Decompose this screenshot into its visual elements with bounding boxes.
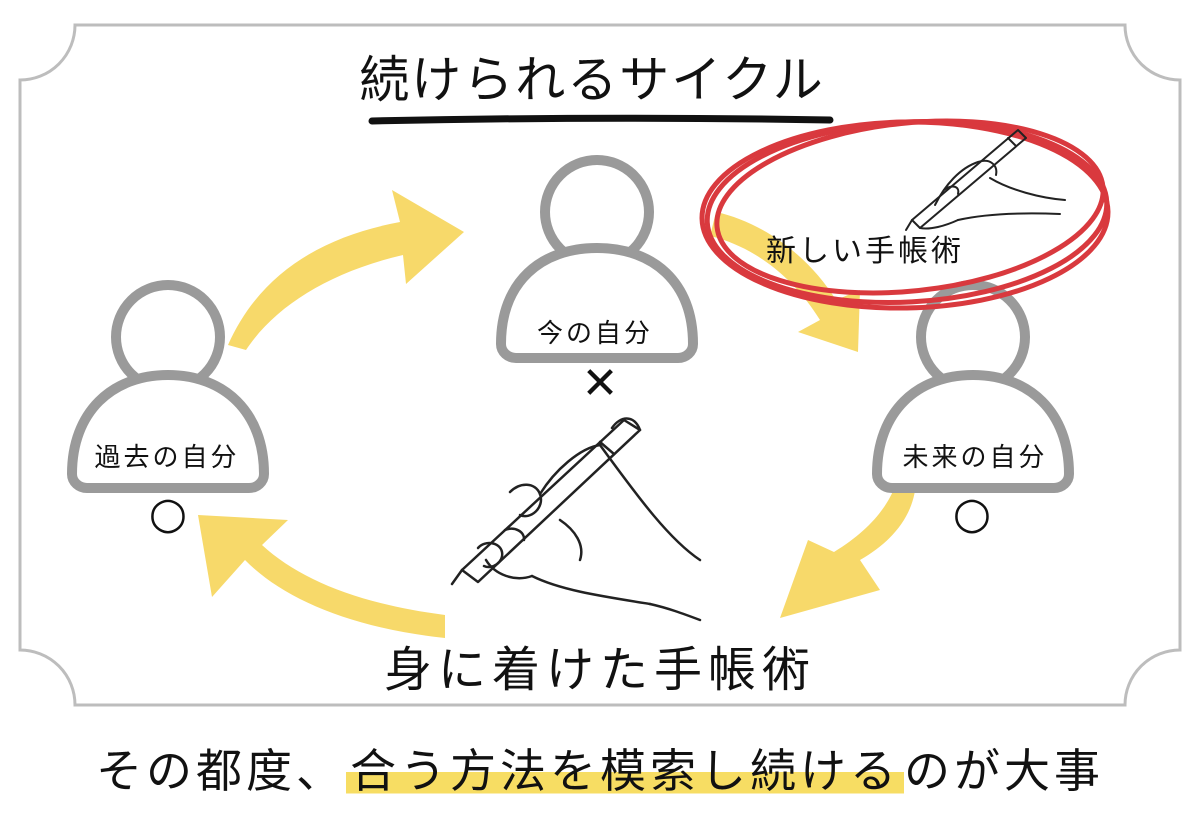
- label-past-self: 過去の自分: [94, 443, 240, 473]
- person-past: [66, 280, 270, 493]
- red-highlight-circle: [699, 118, 1111, 311]
- arrow-past-to-now: [228, 190, 464, 350]
- mark-cross-now: ✕: [581, 358, 619, 409]
- frame-border: [18, 23, 1182, 707]
- label-current-self: 今の自分: [536, 319, 653, 349]
- caption-highlight: 合う方法を模索し続ける: [346, 744, 904, 798]
- person-now: [495, 155, 699, 363]
- label-acquired-technique: 身に着けた手帳術: [383, 642, 816, 698]
- cycle-arrows: [198, 190, 916, 638]
- title-underline: [368, 114, 834, 125]
- label-new-technique: 新しい手帳術: [766, 234, 964, 269]
- diagram-title: 続けられるサイクル: [359, 51, 825, 109]
- person-future: [871, 280, 1075, 493]
- bottom-caption: その都度、合う方法を模索し続けるのが大事: [30, 735, 1170, 801]
- hand-pen-small-icon: [905, 129, 1066, 231]
- mark-circle-past: ○: [148, 488, 188, 539]
- caption-after: のが大事: [904, 744, 1104, 798]
- hand-pen-icon: [450, 417, 702, 622]
- caption-before: その都度、: [96, 744, 346, 798]
- label-future-self: 未来の自分: [902, 443, 1048, 473]
- arrow-skill-to-past: [198, 515, 445, 638]
- mark-circle-future: ○: [952, 488, 992, 539]
- arrow-now-to-future: [710, 212, 860, 352]
- arrow-future-to-skill: [780, 478, 916, 618]
